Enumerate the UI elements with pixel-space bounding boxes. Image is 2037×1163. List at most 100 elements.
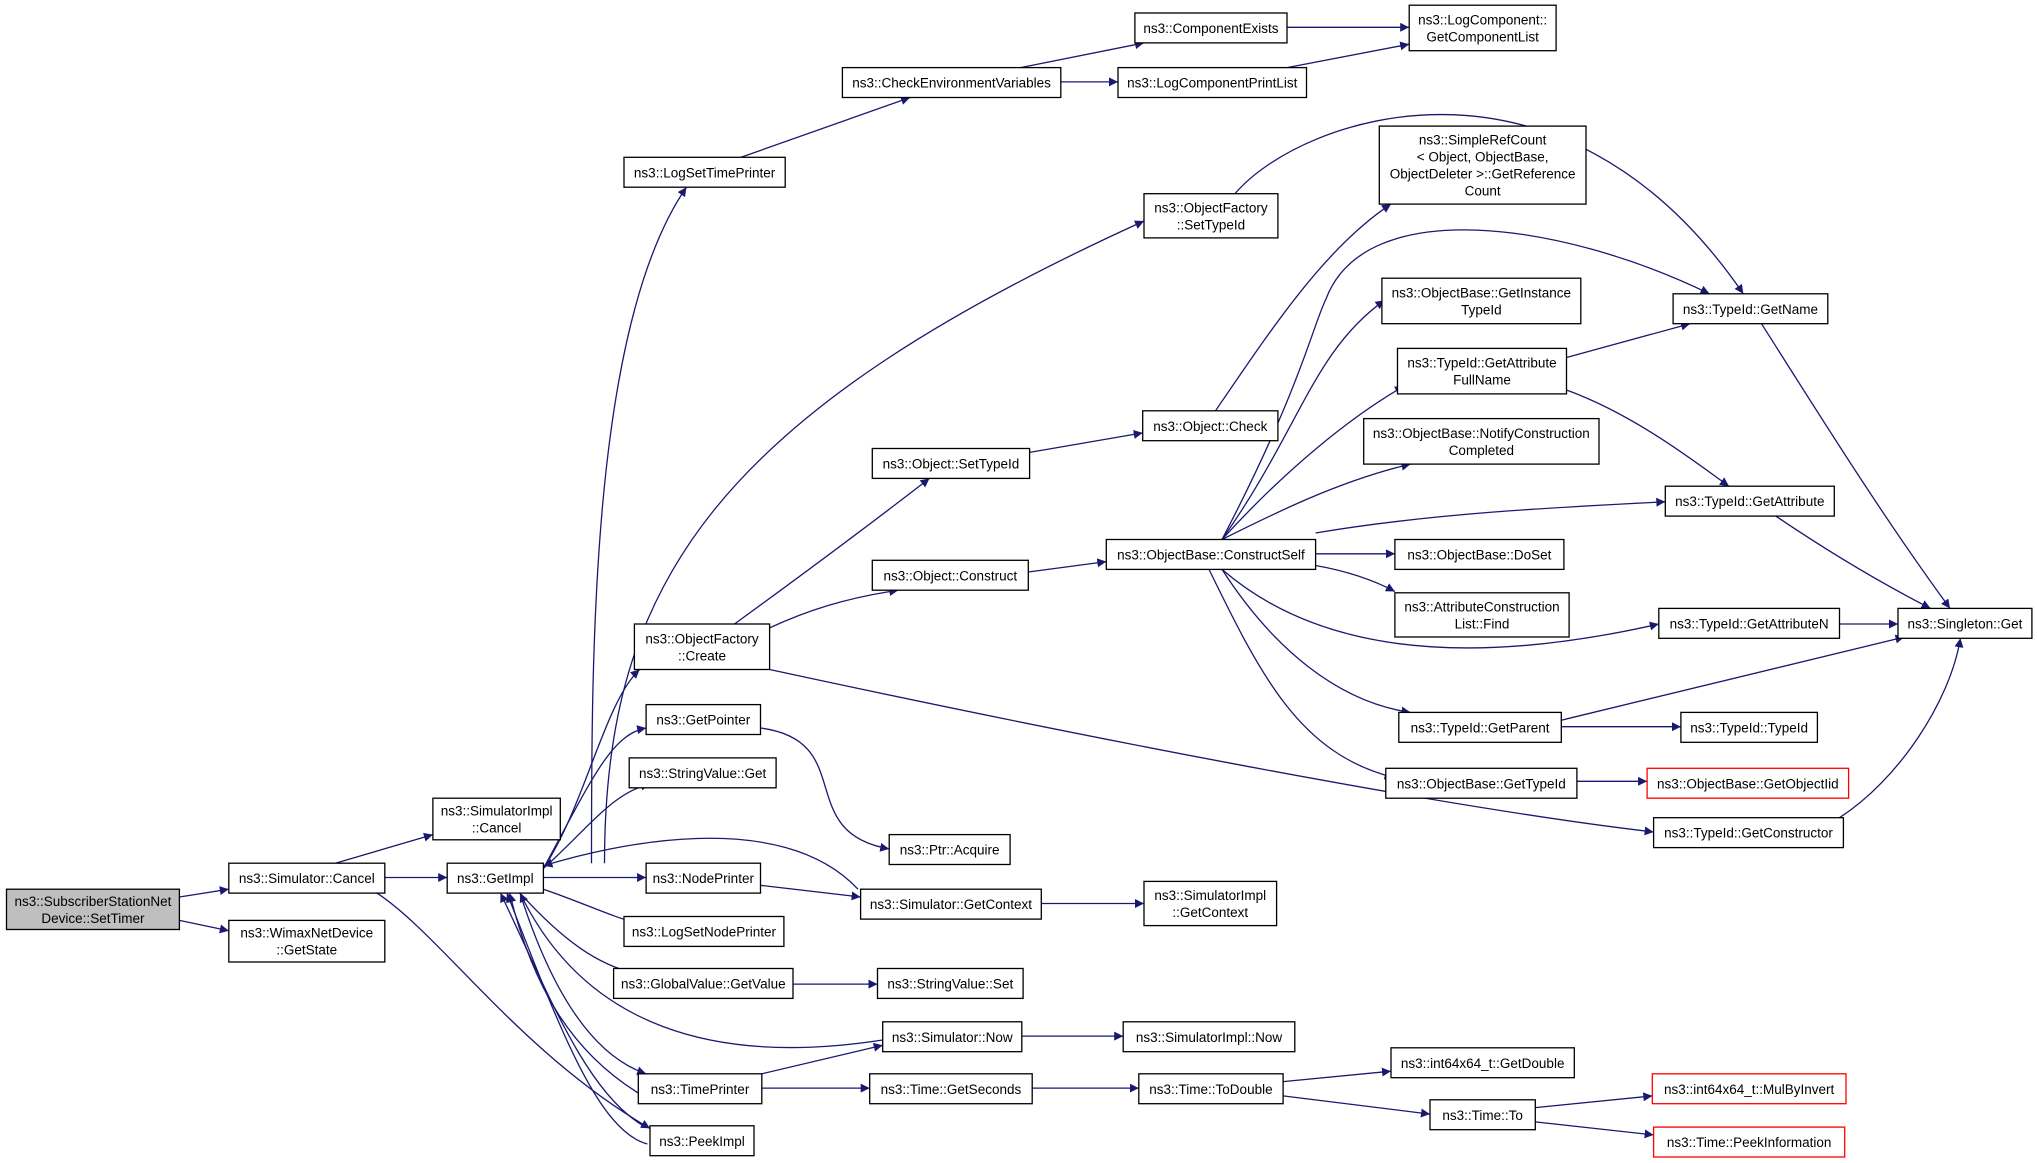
node-logSetTime[interactable]: ns3::LogSetTimePrinter [623, 156, 786, 188]
node-label-line: ns3::Simulator::Cancel [239, 871, 375, 886]
node-timePrinter[interactable]: ns3::TimePrinter [637, 1073, 763, 1105]
node-label-line: ns3::Object::Construct [884, 568, 1018, 583]
node-checkEnv[interactable]: ns3::CheckEnvironmentVariables [841, 66, 1062, 99]
node-notifyConstr[interactable]: ns3::ObjectBase::NotifyConstructionCompl… [1363, 417, 1600, 465]
node-label-line: ns3::GlobalValue::GetValue [621, 976, 786, 991]
node-logCompPrint[interactable]: ns3::LogComponentPrintList [1117, 66, 1308, 99]
node-logCompList[interactable]: ns3::LogComponent::GetComponentList [1408, 4, 1557, 52]
node-simNow[interactable]: ns3::Simulator::Now [882, 1021, 1023, 1053]
node-simGetContext[interactable]: ns3::Simulator::GetContext [859, 888, 1042, 920]
edge-constructSelf-to-attrConstrFind [1315, 564, 1396, 593]
node-peekInfo[interactable]: ns3::Time::PeekInformation [1652, 1126, 1846, 1158]
node-typeIdTypeId[interactable]: ns3::TypeId::TypeId [1680, 711, 1819, 743]
node-label-line: ns3::int64x64_t::MulByInvert [1664, 1082, 1835, 1097]
edge-logSetTime-to-checkEnv [740, 96, 911, 158]
node-box [612, 967, 794, 1000]
node-box [1664, 485, 1835, 517]
node-label-line: ns3::TypeId::GetParent [1411, 720, 1550, 735]
edge-objConstruct-to-constructSelf [1028, 558, 1107, 573]
edge-getConstructor-to-singletonGet [1839, 638, 1964, 819]
node-constructSelf[interactable]: ns3::ObjectBase::ConstructSelf [1105, 538, 1317, 571]
node-box [432, 797, 561, 841]
node-int64GetDouble[interactable]: ns3::int64x64_t::GetDouble [1390, 1047, 1575, 1079]
node-getObjectIid[interactable]: ns3::ObjectBase::GetObjectIid [1646, 767, 1850, 799]
node-wimaxState[interactable]: ns3::WimaxNetDevice::GetState [228, 919, 386, 963]
node-label-line: ::SetTypeId [1177, 217, 1245, 232]
node-box [1398, 711, 1562, 743]
node-root[interactable]: ns3::SubscriberStationNetDevice::SetTime… [5, 888, 181, 931]
node-getPointer[interactable]: ns3::GetPointer [645, 703, 762, 736]
node-getImpl[interactable]: ns3::GetImpl [446, 862, 545, 894]
edge-constructSelf-to-getAttribute [1315, 497, 1666, 534]
node-label-line: ns3::SimulatorImpl [1154, 888, 1266, 903]
edge-attrFullName-to-getAttribute [1566, 389, 1730, 487]
node-box [628, 757, 777, 789]
node-logSetNode[interactable]: ns3::LogSetNodePrinter [623, 915, 785, 948]
node-label-line: < Object, ObjectBase, [1417, 150, 1549, 165]
node-label-line: ns3::TypeId::GetConstructor [1664, 826, 1833, 841]
node-box [1143, 880, 1278, 927]
node-ptrAcquire[interactable]: ns3::Ptr::Acquire [888, 833, 1011, 866]
node-implNow[interactable]: ns3::SimulatorImpl::Now [1122, 1021, 1296, 1053]
node-label-line: Completed [1449, 443, 1514, 458]
node-box [876, 967, 1024, 1000]
node-label-line: ns3::LogComponentPrintList [1127, 76, 1298, 91]
edge-attrFullName-to-getName [1566, 321, 1691, 359]
node-label-line: ns3::SimulatorImpl [441, 804, 553, 819]
node-label-line: ns3::LogSetTimePrinter [634, 165, 776, 180]
node-label-line: ns3::Singleton::Get [1908, 616, 2023, 631]
node-obGetTypeId[interactable]: ns3::ObjectBase::GetTypeId [1385, 767, 1578, 799]
node-label-line: ns3::SimulatorImpl::Now [1136, 1030, 1283, 1045]
node-strGet[interactable]: ns3::StringValue::Get [628, 757, 777, 789]
edge-getName-to-singletonGet [1760, 323, 1951, 609]
edge-nodePrinter-to-simGetContext [760, 884, 861, 901]
node-gvGetValue[interactable]: ns3::GlobalValue::GetValue [612, 967, 794, 1000]
node-implCancel[interactable]: ns3::SimulatorImpl::Cancel [432, 797, 561, 841]
node-singletonGet[interactable]: ns3::Singleton::Get [1897, 607, 2033, 639]
node-label-line: List::Find [1455, 616, 1510, 631]
node-compExists[interactable]: ns3::ComponentExists [1134, 12, 1288, 44]
node-box [1363, 417, 1600, 465]
node-toDouble[interactable]: ns3::Time::ToDouble [1138, 1073, 1284, 1105]
node-getConstructor[interactable]: ns3::TypeId::GetConstructor [1652, 817, 1845, 849]
node-label-line: ns3::StringValue::Get [639, 766, 767, 781]
node-ofSetTypeId[interactable]: ns3::ObjectFactory::SetTypeId [1143, 193, 1279, 239]
node-box [841, 66, 1062, 99]
node-simpleRef[interactable]: ns3::SimpleRefCount< Object, ObjectBase,… [1378, 125, 1587, 205]
node-getName[interactable]: ns3::TypeId::GetName [1672, 293, 1829, 325]
node-objSetTypeId[interactable]: ns3::Object::SetTypeId [871, 447, 1031, 480]
node-box [623, 915, 785, 948]
node-label-line: FullName [1453, 373, 1511, 388]
node-label-line: ns3::Time::GetSeconds [881, 1082, 1022, 1097]
node-getParent[interactable]: ns3::TypeId::GetParent [1398, 711, 1562, 743]
node-box [633, 623, 771, 671]
node-peekImpl[interactable]: ns3::PeekImpl [649, 1125, 755, 1157]
node-label-line: ns3::LogSetNodePrinter [632, 924, 777, 939]
node-nodePrinter[interactable]: ns3::NodePrinter [645, 862, 762, 894]
node-timeTo[interactable]: ns3::Time::To [1429, 1099, 1536, 1131]
node-box [882, 1021, 1023, 1053]
node-getAttribute[interactable]: ns3::TypeId::GetAttribute [1664, 485, 1835, 517]
node-objConstruct[interactable]: ns3::Object::Construct [871, 559, 1029, 591]
node-getAttributeN[interactable]: ns3::TypeId::GetAttributeN [1658, 607, 1841, 639]
edge-objSetTypeId-to-objCheck [1029, 429, 1143, 454]
node-box [1429, 1099, 1536, 1131]
edge-ofCreate-to-objSetTypeId [734, 477, 930, 625]
node-getSeconds[interactable]: ns3::Time::GetSeconds [869, 1073, 1033, 1105]
node-objCheck[interactable]: ns3::Object::Check [1142, 410, 1279, 442]
node-box [1143, 193, 1279, 239]
node-box [871, 559, 1029, 591]
edge-checkEnv-to-compExists [1020, 40, 1145, 69]
node-label-line: ns3::ObjectBase::ConstructSelf [1117, 547, 1305, 562]
node-ofCreate[interactable]: ns3::ObjectFactory::Create [633, 623, 771, 671]
node-strSet[interactable]: ns3::StringValue::Set [876, 967, 1024, 1000]
node-simCancel[interactable]: ns3::Simulator::Cancel [228, 862, 386, 894]
node-box [1646, 767, 1850, 799]
node-box [1385, 767, 1578, 799]
node-doSet[interactable]: ns3::ObjectBase::DoSet [1394, 538, 1565, 571]
node-mulByInvert[interactable]: ns3::int64x64_t::MulByInvert [1651, 1073, 1847, 1105]
node-implGetContext[interactable]: ns3::SimulatorImpl::GetContext [1143, 880, 1278, 927]
